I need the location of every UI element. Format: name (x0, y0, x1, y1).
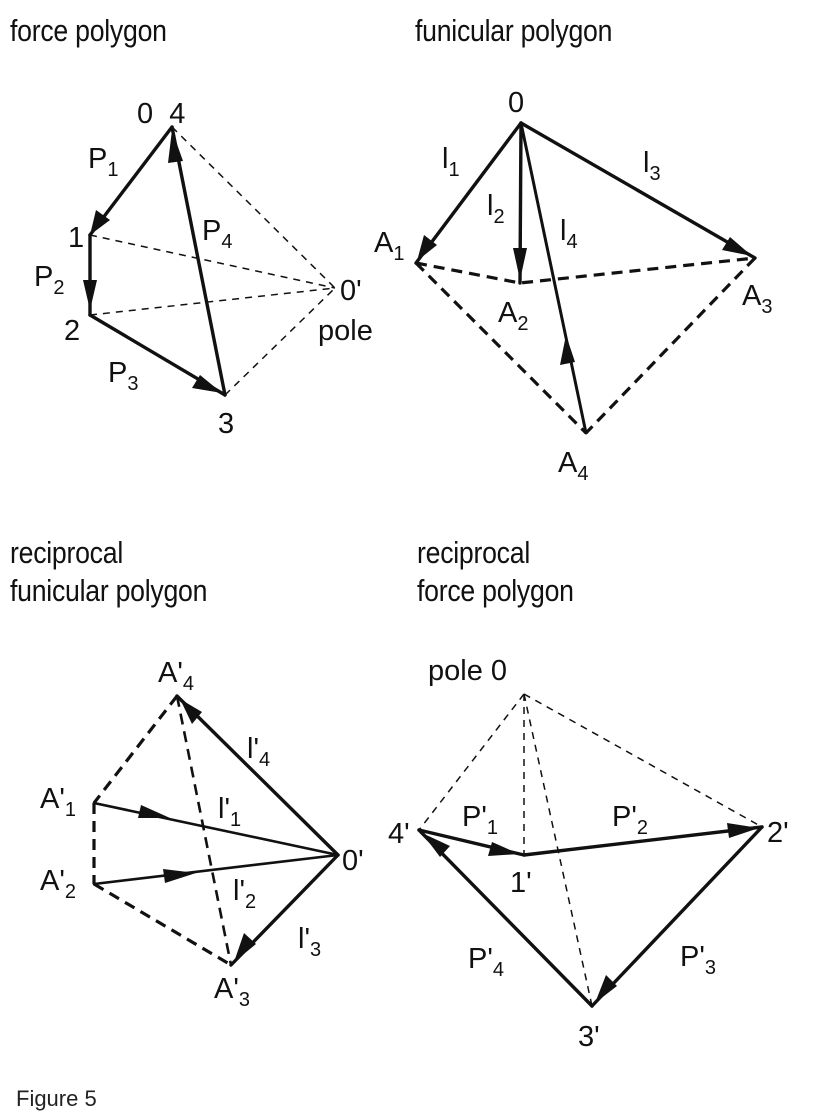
reciprocal-force-title-line2: force polygon (417, 573, 574, 608)
pole-label: 0' (340, 275, 362, 307)
line-label-l3: l3 (643, 147, 661, 185)
rforce-ray-4 (418, 693, 525, 831)
line-label-l1-prime: l'1 (218, 793, 241, 831)
force-arrow-p4-prime (417, 828, 594, 1008)
line-label-l4: l4 (560, 215, 578, 253)
arrowhead-p1-icon (90, 210, 110, 235)
ray-0-to-pole (171, 126, 336, 289)
funicular-dashed-a3-a4 (584, 256, 757, 435)
arrowhead-p2-prime-icon (727, 823, 759, 838)
arrowhead-p2-icon (83, 280, 97, 310)
force-label-p2-prime: P'2 (612, 801, 648, 839)
line-l2-prime (92, 853, 340, 886)
line-l3 (519, 121, 757, 260)
node-label-a3: A3 (742, 280, 772, 318)
force-label-p3: P3 (108, 357, 138, 395)
line-label-l4-prime: l'4 (247, 733, 270, 771)
line-label-l2-prime: l'2 (233, 875, 256, 913)
point-label-1: 1 (68, 222, 84, 254)
funicular-polygon-panel: 0 l1 l2 l3 l4 A1 A2 A3 A4 (374, 87, 772, 485)
point-label-2-prime: 2' (767, 817, 789, 849)
figure-caption: Figure 5 (16, 1086, 97, 1111)
arrowhead-p3-icon (192, 375, 222, 393)
line-l4-prime (175, 694, 340, 857)
arrowhead-l4-icon (560, 335, 575, 365)
line-label-l2: l2 (487, 190, 505, 228)
point-label-4-prime: 4' (388, 818, 410, 850)
arrowhead-l1-prime-icon (138, 805, 170, 818)
force-label-p4: P4 (202, 215, 232, 253)
line-l4 (519, 121, 588, 435)
force-arrow-p4 (170, 125, 227, 397)
arrowhead-p3-prime-icon (595, 975, 617, 1003)
arrowhead-l4-prime-icon (180, 699, 202, 724)
arrowhead-l3-icon (722, 237, 752, 256)
arrowhead-l2-prime-icon (163, 869, 196, 883)
funicular-origin-label: 0 (508, 87, 524, 119)
force-arrow-p3-prime (590, 825, 764, 1008)
force-label-p1: P1 (88, 143, 118, 181)
arrowhead-p4-prime-icon (422, 833, 450, 857)
reciprocal-funicular-title-line2: funicular polygon (10, 573, 208, 608)
line-l1-prime (92, 801, 340, 857)
force-arrow-p2-prime (522, 825, 764, 857)
arrowhead-p4-icon (168, 130, 183, 163)
funicular-dashed-upper (415, 256, 756, 285)
funicular-dashed-a1-a4 (414, 261, 588, 435)
force-label-p3-prime: P'3 (680, 941, 716, 979)
rfun-dashed-a4-a1 (92, 695, 179, 804)
reciprocal-funicular-panel: 0' A'4 A'1 A'2 A'3 l'4 l'1 l'2 l'3 (40, 657, 364, 1011)
arrowhead-l1-icon (417, 235, 437, 261)
node-label-a4-prime: A'4 (158, 657, 194, 695)
force-polygon-title: force polygon (10, 13, 167, 48)
rforce-ray-2 (523, 693, 763, 828)
rforce-pole-label: pole 0 (428, 655, 507, 687)
arrowhead-l3-prime-icon (234, 933, 256, 962)
line-label-l1: l1 (442, 143, 460, 181)
reciprocal-force-panel: pole 0 4' 1' 2' 3' P'1 P'2 P'3 P'4 (388, 655, 789, 1053)
point-label-2: 2 (64, 315, 80, 347)
force-label-p4-prime: P'4 (468, 943, 504, 981)
node-label-a4: A4 (558, 447, 588, 485)
reciprocal-funicular-title-line1: reciprocal (10, 535, 123, 570)
node-label-a2-prime: A'2 (40, 865, 76, 903)
node-label-a1-prime: A'1 (40, 783, 76, 821)
reciprocal-force-title-line1: reciprocal (417, 535, 530, 570)
node-label-a3-prime: A'3 (214, 973, 250, 1011)
line-label-l3-prime: l'3 (298, 923, 321, 961)
force-label-p1-prime: P'1 (462, 801, 498, 839)
rfun-origin-label: 0' (342, 845, 364, 877)
force-polygon-panel: 0 4 1 2 3 0' pole P1 P2 P3 P4 (34, 98, 373, 440)
funicular-polygon-title: funicular polygon (415, 13, 613, 48)
ray-2-to-pole (89, 287, 336, 316)
force-label-p2: P2 (34, 261, 64, 299)
point-label-3: 3 (218, 408, 234, 440)
point-label-3-prime: 3' (578, 1021, 600, 1053)
point-label-1-prime: 1' (510, 867, 532, 899)
ray-1-to-pole (89, 234, 336, 289)
rfun-dashed-a4-a3 (175, 695, 233, 966)
arrowhead-p1-prime-icon (488, 842, 519, 856)
node-label-a2: A2 (498, 297, 528, 335)
node-label-a1: A1 (374, 227, 404, 265)
pole-word-label: pole (318, 315, 373, 347)
rfun-dashed-a2-a3 (93, 882, 232, 967)
arrowhead-l2-icon (513, 248, 527, 280)
line-l1 (414, 121, 523, 265)
point-label-0-4: 0 4 (137, 98, 185, 130)
